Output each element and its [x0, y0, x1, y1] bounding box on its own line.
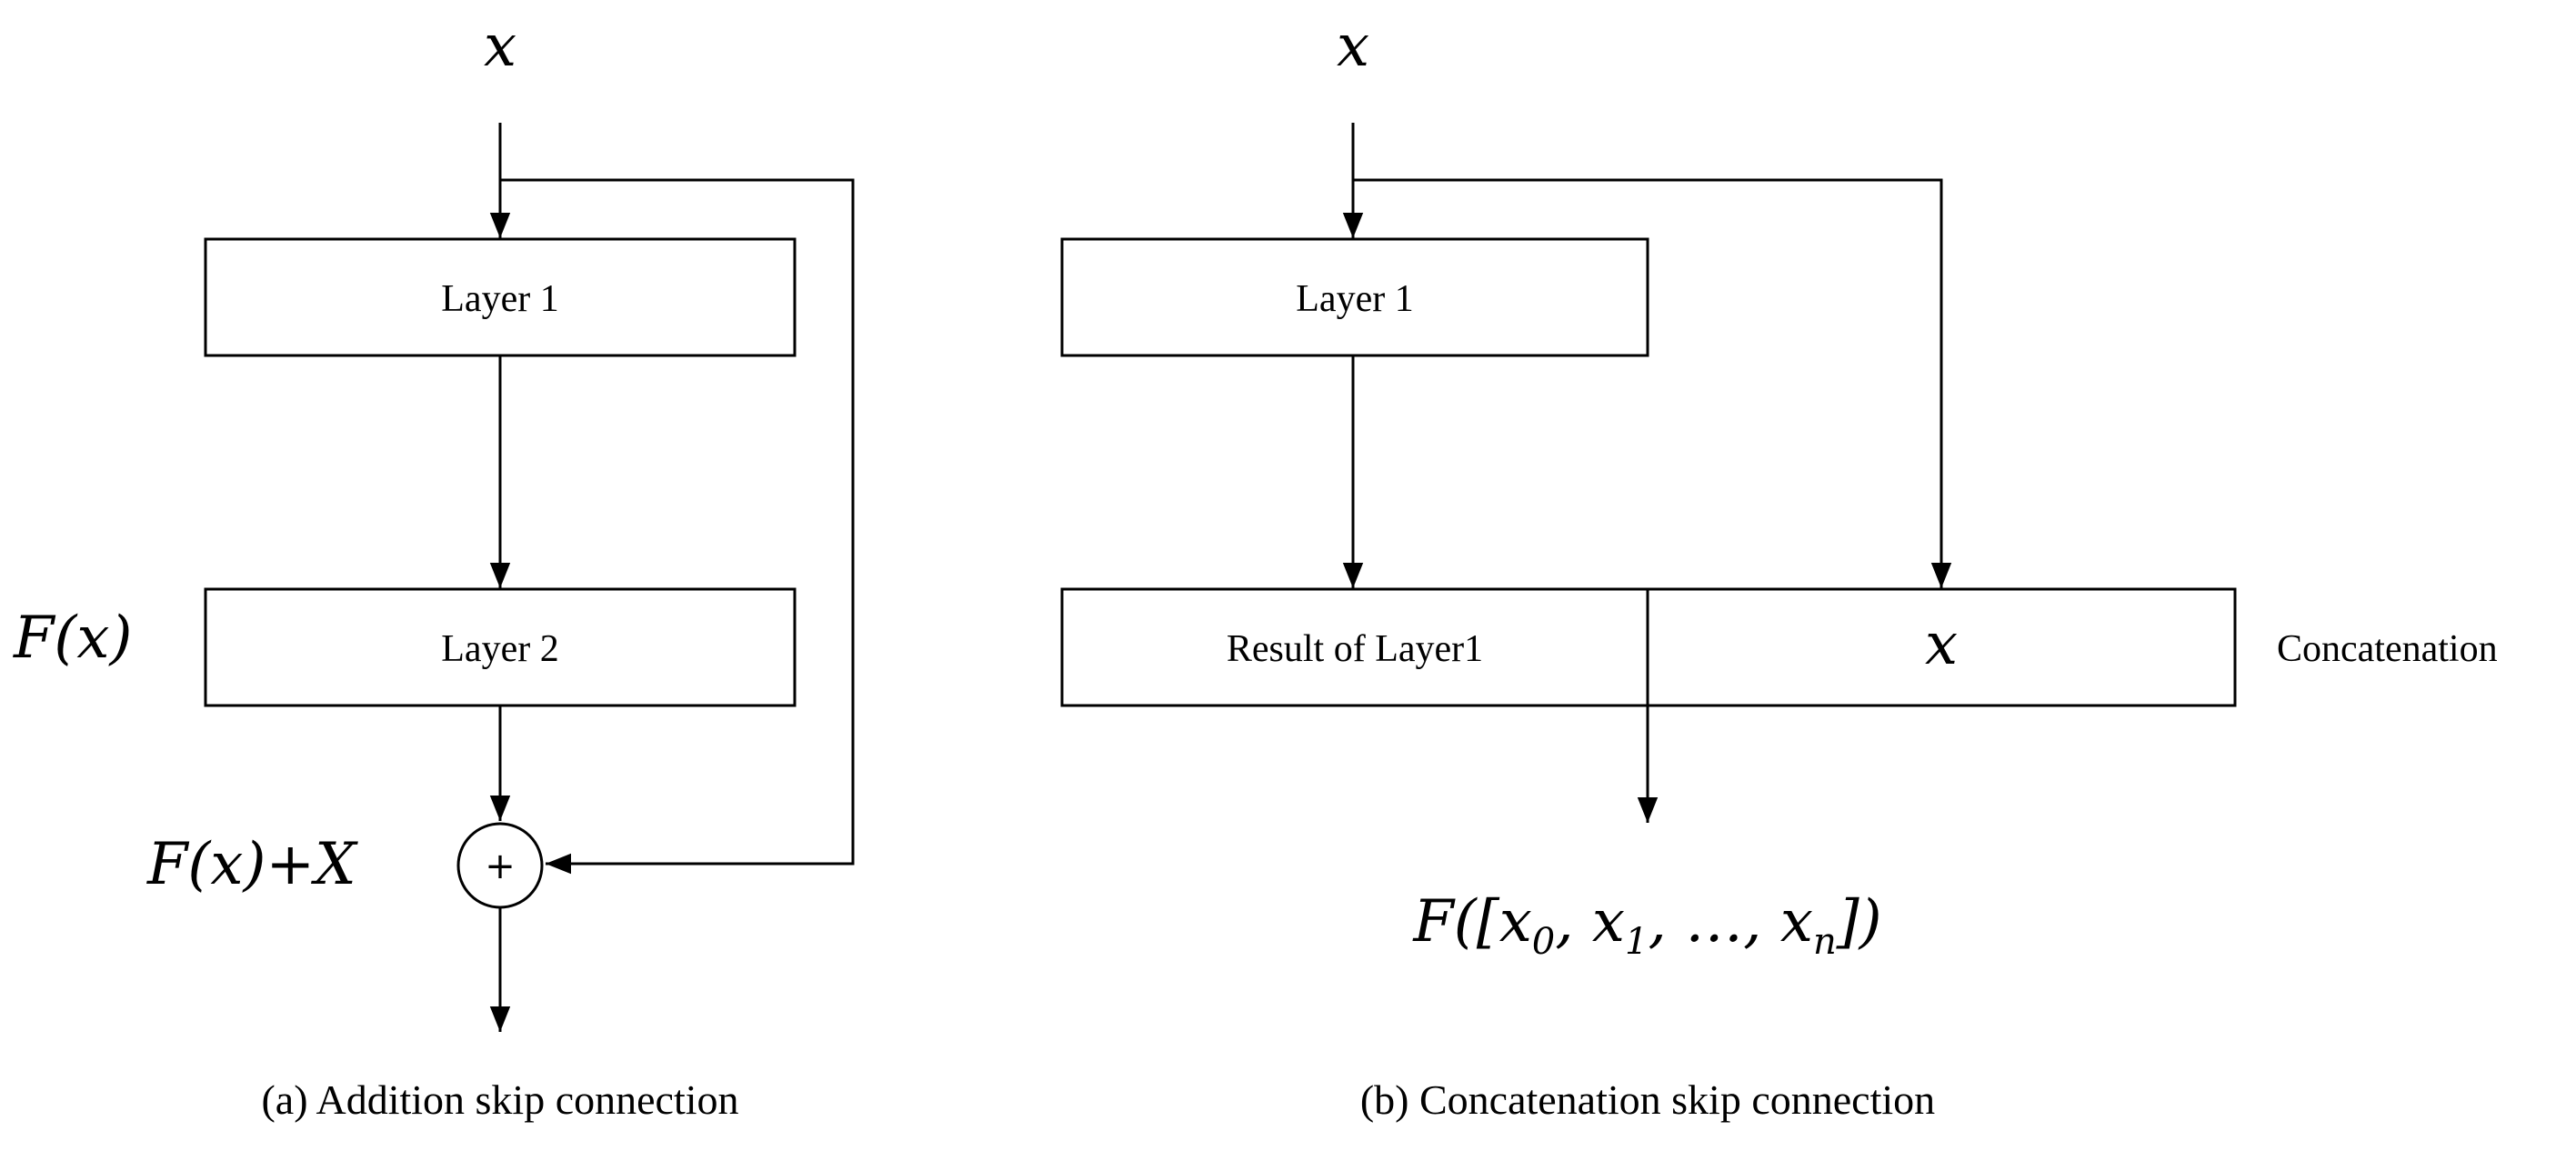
panel-a-fx-label: F(x): [13, 605, 132, 672]
panel-a-adder-symbol: +: [485, 846, 516, 887]
panel-a-caption: (a) Addition skip connection: [261, 1076, 738, 1123]
panel-b-result-label: Result of Layer1: [1227, 628, 1483, 670]
panel-b-caption: (b) Concatenation skip connection: [1360, 1076, 1935, 1123]
panel-a-addition: x Layer 1 Layer 2 F(x) + F(x)+X (a) Addi…: [13, 13, 855, 1123]
panel-a-layer1-label: Layer 1: [441, 278, 558, 320]
panel-b-concatenation: x Layer 1 Result of Layer1 x Concatenati…: [1060, 13, 2498, 1123]
panel-a-sum-label: F(x)+X: [146, 831, 358, 898]
panel-a-layer2-label: Layer 2: [441, 628, 558, 670]
panel-b-skip-path: [1353, 178, 1952, 588]
panel-a-skip-path: [500, 178, 855, 875]
panel-b-x-cell-label: x: [1925, 611, 1958, 678]
panel-b-layer1-label: Layer 1: [1296, 278, 1413, 320]
panel-b-concat-label: Concatenation: [2277, 628, 2498, 670]
panel-a-layer1-box: [204, 237, 797, 357]
panel-b-input-label: x: [1337, 13, 1369, 80]
panel-a-input-label: x: [484, 13, 516, 80]
panel-a-layer2-box: [204, 587, 797, 707]
panel-b-layer1-box: [1060, 237, 1649, 357]
panel-b-output-label: F([x0, x1, …, xn]): [1412, 888, 1881, 963]
